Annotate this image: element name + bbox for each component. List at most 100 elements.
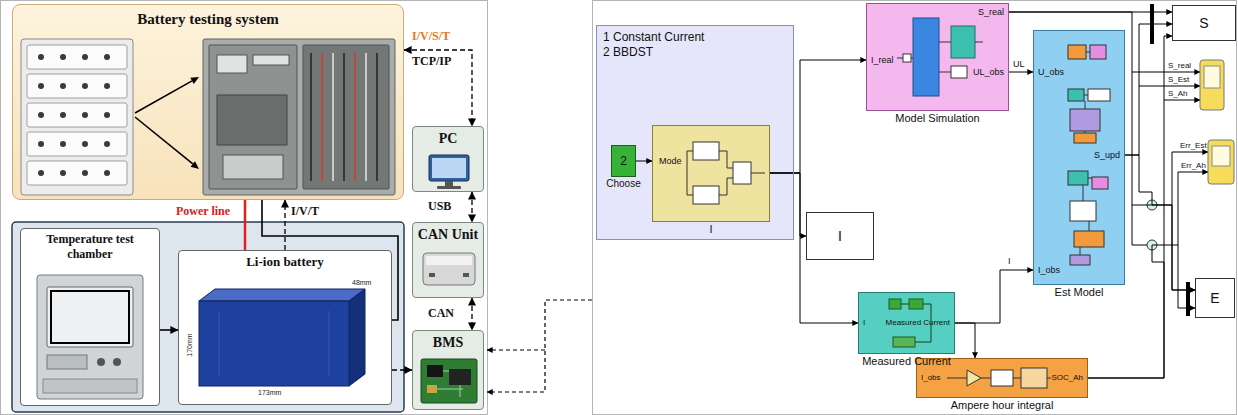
device-box: BMS bbox=[412, 330, 484, 410]
illustration-part bbox=[1090, 45, 1106, 59]
connector bbox=[1125, 155, 1195, 290]
illustration-part bbox=[217, 95, 287, 145]
illustration-part bbox=[967, 370, 981, 386]
illustration-part bbox=[104, 141, 110, 147]
connector bbox=[955, 323, 975, 358]
illustration-part bbox=[253, 55, 289, 65]
device-box: CAN Unit bbox=[412, 222, 484, 298]
mux-block bbox=[1150, 4, 1190, 316]
illustration-part bbox=[60, 112, 66, 118]
subsystem-block: IMeasured CurrentMeasured Current bbox=[858, 292, 955, 354]
scope-block bbox=[1200, 60, 1224, 110]
illustration-part bbox=[43, 379, 137, 393]
panel-frame bbox=[1, 1, 488, 415]
illustration-part bbox=[897, 42, 983, 72]
connector-label: Power line bbox=[176, 204, 230, 218]
illustration-part bbox=[889, 299, 901, 309]
node-label: Battery testing system bbox=[137, 10, 279, 29]
mux-block bbox=[1186, 282, 1190, 316]
illustration-part bbox=[51, 291, 129, 343]
node-illustration bbox=[179, 251, 391, 404]
subsystem-block: ModeI bbox=[652, 125, 770, 222]
illustration-part bbox=[437, 371, 463, 397]
battery-box: Li-ion battery bbox=[178, 250, 392, 405]
port-name: SOC_Ah bbox=[1051, 373, 1083, 383]
connector bbox=[770, 173, 806, 236]
illustration-part bbox=[427, 385, 437, 393]
illustration-part bbox=[47, 355, 87, 369]
block-name: Choose bbox=[606, 177, 640, 190]
mode-note-box: 1 Constant Current2 BBDST2ChooseModeI bbox=[596, 25, 794, 240]
node-label: 2 BBDST bbox=[603, 45, 653, 60]
illustration-part bbox=[365, 53, 367, 181]
illustration-part bbox=[135, 117, 193, 164]
node-label: BMS bbox=[433, 334, 463, 352]
illustration-part bbox=[21, 39, 133, 195]
goto-block: I bbox=[806, 212, 874, 260]
chamber-region bbox=[12, 222, 404, 412]
illustration-part bbox=[223, 155, 283, 179]
illustration-part bbox=[1068, 171, 1088, 185]
connector bbox=[1009, 12, 1195, 290]
connector bbox=[160, 329, 178, 331]
illustration-part bbox=[82, 170, 88, 176]
connector-label: I/V/T bbox=[291, 204, 319, 218]
node-label: PC bbox=[439, 130, 458, 148]
subsystem-underlay bbox=[596, 25, 794, 240]
device-box: PC bbox=[412, 126, 484, 192]
connector bbox=[404, 50, 472, 126]
block-name: I bbox=[709, 222, 712, 236]
signal-wire bbox=[1139, 86, 1200, 87]
sum-block bbox=[1147, 200, 1157, 250]
illustration-part bbox=[104, 170, 110, 176]
connector-label: I bbox=[1008, 256, 1011, 267]
signal-name: Err_Ah bbox=[1181, 161, 1206, 171]
connector bbox=[471, 192, 472, 222]
bms-link bbox=[487, 349, 545, 350]
dimension-label: 173mm bbox=[258, 388, 281, 397]
connector-label: UL bbox=[1013, 59, 1025, 70]
illustration-part bbox=[97, 358, 105, 366]
port-name: I_obs bbox=[1038, 265, 1060, 276]
illustration-part bbox=[27, 132, 127, 156]
illustration-part bbox=[687, 151, 765, 195]
illustration-part bbox=[203, 39, 395, 195]
signal-name: S_real bbox=[1168, 61, 1191, 71]
illustration-part bbox=[1070, 109, 1100, 131]
illustration-part bbox=[343, 53, 345, 181]
signal-name: S_Ah bbox=[1168, 89, 1188, 99]
illustration-part bbox=[82, 141, 88, 147]
illustration-part bbox=[991, 370, 1013, 386]
port-name: S_upd bbox=[1094, 150, 1120, 161]
illustration-part bbox=[1074, 231, 1104, 247]
illustration-part bbox=[426, 256, 472, 265]
illustration-part bbox=[449, 369, 471, 385]
signal-name: Err_Est bbox=[1180, 141, 1207, 151]
node-illustration bbox=[653, 126, 769, 221]
node-label: 1 Constant Current bbox=[603, 30, 704, 45]
illustration-part bbox=[893, 337, 915, 347]
illustration-part bbox=[423, 253, 475, 285]
illustration-part bbox=[135, 81, 192, 113]
illustration-part bbox=[321, 53, 323, 181]
system-panel: Battery testing system bbox=[12, 4, 404, 200]
signal-wire bbox=[1132, 72, 1208, 245]
illustration-part bbox=[199, 289, 365, 301]
node-label: Li-ion battery bbox=[246, 254, 324, 270]
illustration-part bbox=[951, 66, 967, 78]
connector bbox=[1009, 72, 1033, 73]
illustration-part bbox=[82, 83, 88, 89]
signal-wire bbox=[1178, 172, 1208, 245]
node-label: CAN Unit bbox=[418, 226, 478, 244]
node-illustration bbox=[13, 5, 403, 199]
illustration-part bbox=[376, 53, 378, 181]
connector bbox=[770, 60, 866, 173]
illustration-part bbox=[60, 141, 66, 147]
chamber-region bbox=[12, 222, 404, 412]
connector bbox=[244, 200, 247, 250]
illustration-part bbox=[27, 45, 127, 69]
illustration-part bbox=[217, 55, 247, 73]
connector bbox=[284, 200, 285, 250]
illustration-part bbox=[1068, 89, 1084, 101]
